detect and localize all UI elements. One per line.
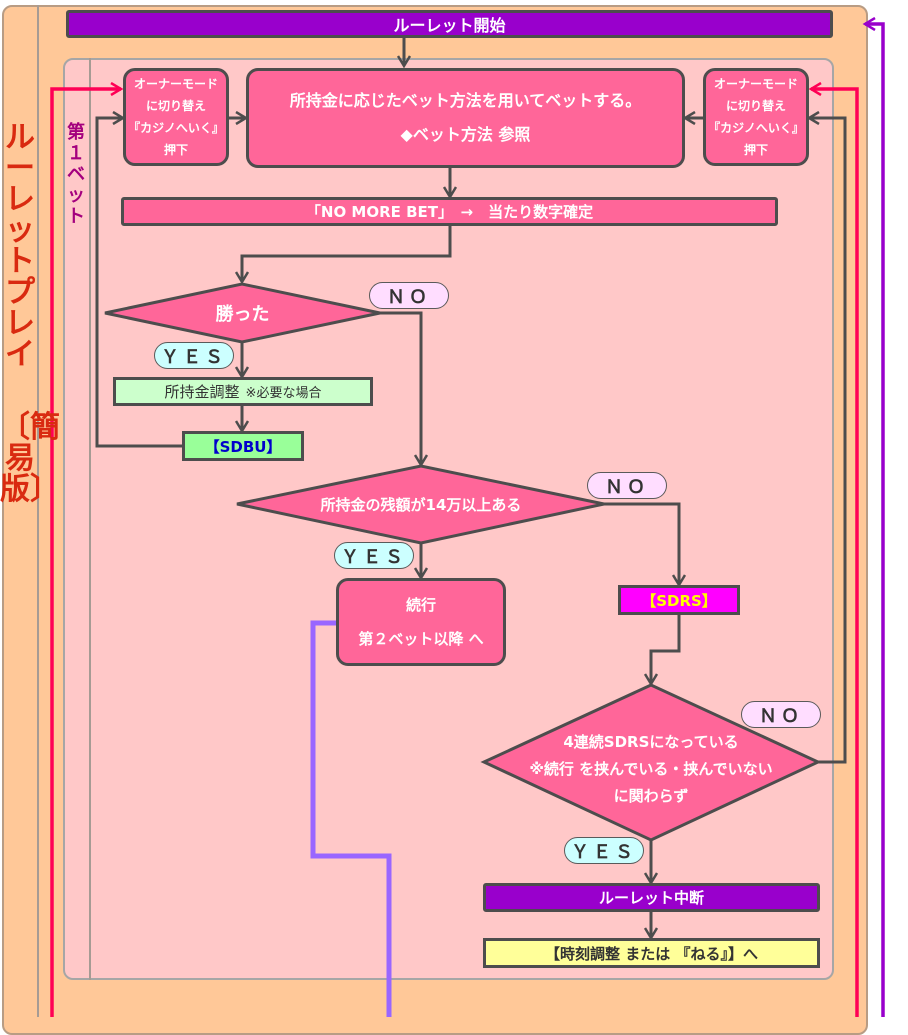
sidebar-divider bbox=[37, 5, 39, 1017]
streak-no-label: ＮＯ bbox=[741, 701, 821, 728]
owner-left-line4: 押下 bbox=[163, 143, 188, 157]
sidebar-title-sub: 〔簡易版〕 bbox=[0, 410, 60, 507]
connector-balance-no bbox=[604, 502, 679, 585]
balance-no-label: ＮＯ bbox=[587, 472, 667, 499]
continue-exit-path bbox=[310, 620, 392, 1017]
sidebar-title-main: ルーレットプレイ bbox=[5, 120, 35, 372]
streak-decision-diamond bbox=[480, 683, 822, 842]
connector-nomorebet-to-win bbox=[242, 226, 452, 282]
adjust-money-box: 所持金調整 ※必要な場合 bbox=[113, 377, 373, 406]
sdrs-box: 【SDRS】 bbox=[618, 585, 740, 615]
owner-left-line3: 『カジノへいく』 bbox=[128, 121, 224, 135]
owner-left-line1: オーナーモード bbox=[133, 77, 218, 91]
streak-line2: ※続行 を挟んでいる・挟んでいない bbox=[529, 760, 773, 778]
owner-right-line2: に切り替え bbox=[725, 99, 786, 113]
owner-left-line2: に切り替え bbox=[145, 99, 206, 113]
balance-decision-diamond bbox=[236, 464, 605, 545]
roulette-stop-bar: ルーレット中断 bbox=[483, 883, 820, 912]
owner-mode-right-box: オーナーモード に切り替え 『カジノへいく』 押下 bbox=[703, 68, 809, 166]
bet-action-box: 所持金に応じたベット方法を用いてベットする。 ◆ベット方法 参照 bbox=[246, 68, 685, 168]
no-more-bet-bar: 「NO MORE BET」 → 当たり数字確定 bbox=[121, 197, 778, 226]
win-decision-diamond bbox=[104, 282, 381, 344]
red-loop-right bbox=[811, 89, 859, 1017]
adjust-money-text: 所持金調整 bbox=[164, 383, 240, 401]
red-loop-left bbox=[50, 89, 121, 1017]
streak-line1: 4連続SDRSになっている bbox=[563, 733, 739, 751]
balance-question-text: 所持金の残額が14万以上ある bbox=[320, 495, 522, 514]
win-yes-label: ＹＥＳ bbox=[154, 342, 234, 369]
streak-line3: に関わらず bbox=[613, 787, 689, 805]
connector-win-no bbox=[380, 311, 421, 465]
connector-streak-no bbox=[809, 118, 847, 764]
connector-sdrs-to-streak bbox=[651, 614, 681, 684]
win-no-label: ＮＯ bbox=[369, 282, 449, 309]
owner-right-line1: オーナーモード bbox=[713, 77, 798, 91]
sdbu-box: 【SDBU】 bbox=[182, 431, 304, 461]
streak-yes-label: ＹＥＳ bbox=[564, 837, 644, 864]
first-bet-label: 第１ベット bbox=[67, 122, 85, 227]
bet-line2: ◆ベット方法 参照 bbox=[400, 125, 531, 144]
owner-mode-left-box: オーナーモード に切り替え 『カジノへいく』 押下 bbox=[123, 68, 229, 166]
time-adjust-box: 【時刻調整 または 『ねる』】へ bbox=[483, 938, 820, 968]
continue-line1: 続行 bbox=[405, 596, 436, 614]
streak-question-text: 4連続SDRSになっている ※続行 を挟んでいる・挟んでいない に関わらず bbox=[510, 727, 792, 812]
first-bet-divider bbox=[89, 58, 91, 980]
roulette-start-bar: ルーレット開始 bbox=[66, 10, 833, 38]
owner-right-line3: 『カジノへいく』 bbox=[708, 121, 804, 135]
continue-line2: 第２ベット以降 へ bbox=[358, 630, 484, 648]
balance-yes-label: ＹＥＳ bbox=[334, 542, 414, 569]
bet-line1: 所持金に応じたベット方法を用いてベットする。 bbox=[289, 91, 642, 110]
purple-loop-right bbox=[865, 24, 885, 1017]
continue-box: 続行 第２ベット以降 へ bbox=[336, 578, 506, 666]
connector-sdbu-loop bbox=[95, 118, 182, 448]
win-question-text: 勝った bbox=[215, 304, 270, 325]
owner-right-line4: 押下 bbox=[743, 143, 768, 157]
adjust-money-note: ※必要な場合 bbox=[245, 386, 322, 401]
